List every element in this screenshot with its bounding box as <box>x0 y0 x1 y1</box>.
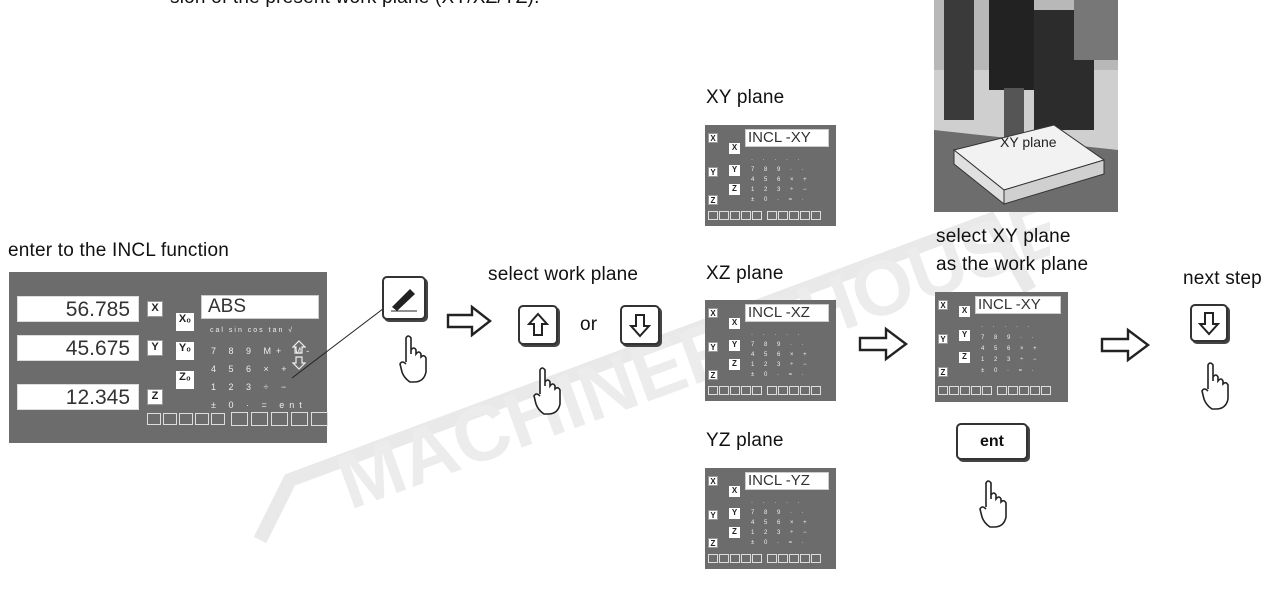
pointer-line <box>291 301 393 379</box>
x-axis-key: X <box>938 300 948 310</box>
xy-display: INCL -XY <box>745 129 829 147</box>
y-axis-key: Y <box>938 334 948 344</box>
x0-key: X <box>729 143 740 154</box>
z-axis-key[interactable]: Z <box>147 389 163 405</box>
y-axis-key: Y <box>708 510 718 520</box>
z-axis-key: Z <box>708 370 718 380</box>
xy-mini-panel: X Y Z X Y Z INCL -XY · · · · ·7 8 9 · ·4… <box>705 125 836 226</box>
pointing-hand-icon <box>533 367 561 415</box>
keypad-row4: 1 2 3 ÷ − <box>211 382 292 392</box>
x0-key: X <box>729 486 740 497</box>
y0-key[interactable]: Y₀ <box>176 342 194 360</box>
right-arrow-icon <box>858 326 908 362</box>
xz-plane-label: XZ plane <box>706 263 784 284</box>
x-readout: 56.785 <box>17 296 139 322</box>
select-mini-panel: X Y Z X Y Z INCL -XY · · · · ·7 8 9 · ·4… <box>935 292 1068 402</box>
mini-function-keys <box>938 386 1051 395</box>
yz-plane-label: YZ plane <box>706 430 784 451</box>
ent-key-label: ent <box>980 432 1004 450</box>
z-readout: 12.345 <box>17 384 139 410</box>
select-xy-label-line1: select XY plane <box>936 226 1071 247</box>
x0-key: X <box>959 306 970 317</box>
y0-key: Y <box>729 508 740 519</box>
function-keys-row-2 <box>231 412 328 426</box>
z-axis-key: Z <box>708 538 718 548</box>
down-arrow-key[interactable] <box>620 305 660 345</box>
select-xy-label-line2: as the work plane <box>936 254 1089 275</box>
x-axis-key: X <box>708 308 718 318</box>
mini-function-keys <box>708 211 821 220</box>
x0-key: X <box>729 318 740 329</box>
mini-keypad: · · · · ·7 8 9 · ·4 5 6 × +1 2 3 ÷ −± 0 … <box>981 324 1041 374</box>
mini-keypad: · · · · ·7 8 9 · ·4 5 6 × +1 2 3 ÷ −± 0 … <box>751 157 811 203</box>
keypad-row2: 7 8 9 M+ M- <box>211 346 315 356</box>
enter-incl-label: enter to the INCL function <box>8 240 230 261</box>
down-arrow-key-icon <box>1198 312 1220 336</box>
right-arrow-icon <box>446 304 492 338</box>
select-display: INCL -XY <box>975 296 1061 314</box>
y-axis-key: Y <box>708 167 718 177</box>
y-axis-key[interactable]: Y <box>147 340 163 356</box>
dro-display: ABS <box>201 295 319 319</box>
pointing-hand-icon <box>979 480 1007 528</box>
xz-mini-panel: X Y Z X Y Z INCL -XZ · · · · ·7 8 9 · ·4… <box>705 300 836 401</box>
z-axis-key: Z <box>938 367 948 377</box>
yz-display: INCL -YZ <box>745 472 829 490</box>
function-keys-row <box>147 413 225 425</box>
y-readout: 45.675 <box>17 335 139 361</box>
z0-key: Z <box>729 184 740 195</box>
next-step-label: next step <box>1183 268 1262 289</box>
keypad-row3: 4 5 6 × + <box>211 364 292 374</box>
z-axis-key: Z <box>708 195 718 205</box>
mini-function-keys <box>708 554 821 563</box>
photo-label: XY plane <box>1000 134 1057 150</box>
pen-key-icon <box>391 289 417 312</box>
pointing-hand-icon <box>399 335 427 383</box>
watermark: MACHINERY HOUSE <box>253 181 1050 544</box>
keypad-row1: cal sin cos tan √ <box>210 327 295 334</box>
right-arrow-icon <box>1100 327 1150 363</box>
mini-keypad: · · · · ·7 8 9 · ·4 5 6 × +1 2 3 ÷ −± 0 … <box>751 332 811 378</box>
y0-key: Y <box>729 165 740 176</box>
milling-machine-photo: XY plane <box>934 0 1118 212</box>
up-down-keys-icon <box>292 340 306 370</box>
x-axis-key: X <box>708 133 718 143</box>
x-axis-key[interactable]: X <box>147 301 163 317</box>
z0-key: Z <box>729 527 740 538</box>
mini-keypad: · · · · ·7 8 9 · ·4 5 6 × +1 2 3 ÷ −± 0 … <box>751 500 811 546</box>
x-axis-key: X <box>708 476 718 486</box>
z0-key: Z <box>959 352 970 363</box>
y-axis-key: Y <box>708 342 718 352</box>
pointing-hand-icon <box>1201 362 1229 410</box>
x0-key[interactable]: X₀ <box>176 313 194 331</box>
y0-key: Y <box>729 340 740 351</box>
dro-panel: 56.785 45.675 12.345 X Y Z X₀ Y₀ Z₀ ABS … <box>9 272 328 443</box>
next-down-arrow-key[interactable] <box>1190 304 1228 342</box>
xy-plane-label: XY plane <box>706 87 785 108</box>
z0-key: Z <box>729 359 740 370</box>
xz-display: INCL -XZ <box>745 304 829 322</box>
down-arrow-key-icon <box>629 314 651 338</box>
yz-mini-panel: X Y Z X Y Z INCL -YZ · · · · ·7 8 9 · ·4… <box>705 468 836 569</box>
ent-key[interactable]: ent <box>956 423 1028 460</box>
up-arrow-key-icon <box>527 312 549 336</box>
pen-key[interactable] <box>382 276 426 320</box>
mini-function-keys <box>708 386 821 395</box>
y0-key: Y <box>959 330 970 341</box>
select-work-plane-label: select work plane <box>488 264 639 285</box>
keypad-row5: ± 0 · = ent <box>211 400 307 410</box>
up-arrow-key[interactable] <box>518 305 558 345</box>
z0-key[interactable]: Z₀ <box>176 371 194 389</box>
or-label: or <box>580 314 598 335</box>
top-caption: sion of the present work plane (XY/XZ/YZ… <box>170 0 540 9</box>
